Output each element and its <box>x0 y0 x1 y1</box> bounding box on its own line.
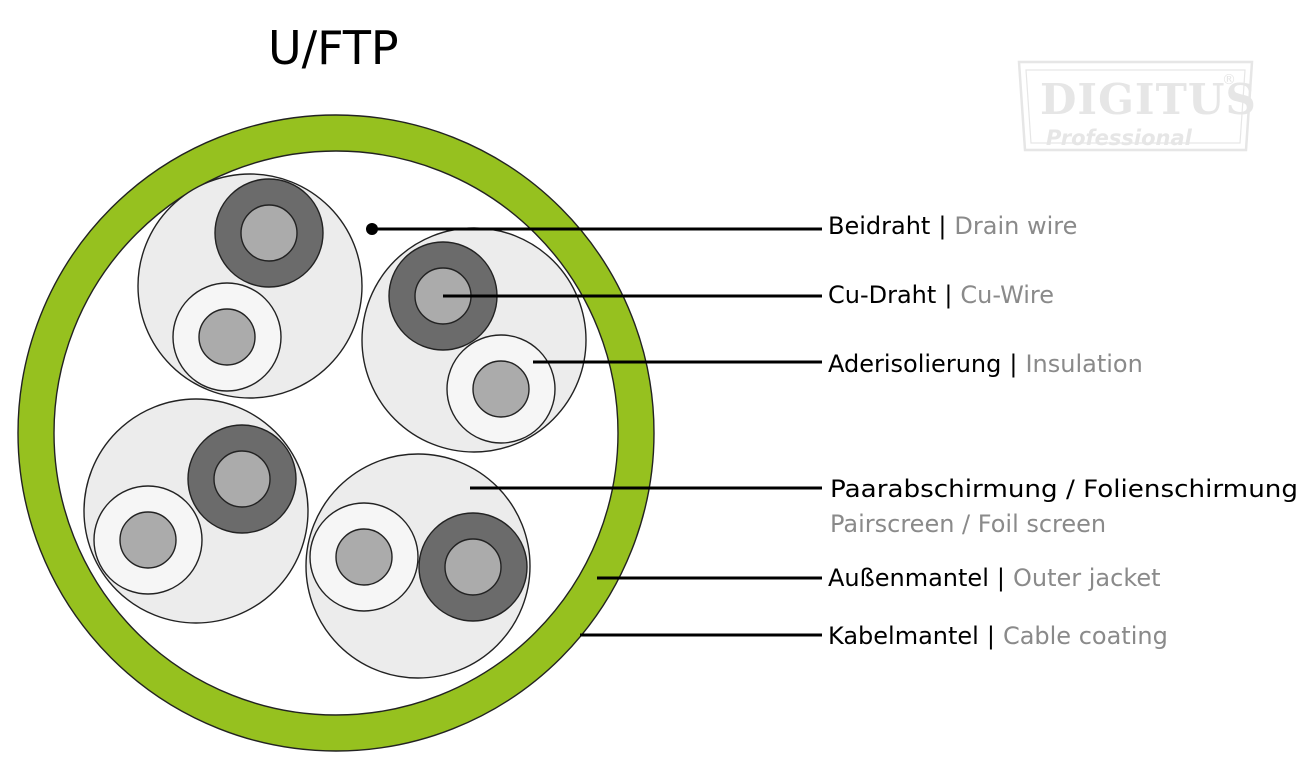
wire-pair-1 <box>137 173 363 399</box>
callout-insulation: Aderisolierung | Insulation <box>828 350 1143 378</box>
copper-core <box>213 450 271 508</box>
callout-labels: Beidraht | Drain wire Cu-Draht | Cu-Wire Ade… <box>828 212 1298 650</box>
logo-registered-mark: ® <box>1222 72 1236 88</box>
copper-core <box>119 511 177 569</box>
label-separator: | <box>944 281 952 309</box>
label-en: Insulation <box>1025 350 1142 378</box>
leader-lines <box>372 227 822 637</box>
copper-core <box>335 528 393 586</box>
logo-brand: DIGITUS <box>1040 75 1257 124</box>
label-de: Kabelmantel <box>828 622 979 650</box>
label-separator: | <box>938 212 946 240</box>
wire-pair-2 <box>361 227 587 453</box>
callout-pairscreen-de: Paarabschirmung / Folienschirmung <box>830 475 1298 503</box>
outer-jacket-ring <box>18 115 654 751</box>
drain-wire-dot <box>366 223 378 235</box>
label-en: Cu-Wire <box>960 281 1054 309</box>
wire-pair-3 <box>83 398 309 624</box>
wire-pair-4 <box>305 453 531 679</box>
digitus-logo: DIGITUS ® Professional <box>1017 60 1257 152</box>
callout-pairscreen-en: Pairscreen / Foil screen <box>830 510 1106 538</box>
label-en: Outer jacket <box>1013 564 1161 592</box>
label-de: Beidraht <box>828 212 930 240</box>
label-en: Cable coating <box>1003 622 1168 650</box>
label-de: Außenmantel <box>828 564 989 592</box>
copper-core <box>240 204 298 262</box>
logo-subtitle: Professional <box>1046 126 1193 150</box>
copper-core <box>198 308 256 366</box>
copper-core <box>444 538 502 596</box>
callout-cable-coating: Kabelmantel | Cable coating <box>828 622 1168 650</box>
label-separator: | <box>997 564 1005 592</box>
label-de: Cu-Draht <box>828 281 936 309</box>
outer-jacket-outer-edge <box>17 114 655 752</box>
diagram-title: U/FTP <box>268 21 399 75</box>
callout-outer-jacket: Außenmantel | Outer jacket <box>828 564 1161 592</box>
label-separator: | <box>987 622 995 650</box>
callout-cu-wire: Cu-Draht | Cu-Wire <box>828 281 1054 309</box>
label-en: Drain wire <box>954 212 1077 240</box>
label-separator: | <box>1009 350 1017 378</box>
callout-drain-wire: Beidraht | Drain wire <box>828 212 1077 240</box>
label-de: Aderisolierung <box>828 350 1001 378</box>
copper-core <box>472 360 530 418</box>
